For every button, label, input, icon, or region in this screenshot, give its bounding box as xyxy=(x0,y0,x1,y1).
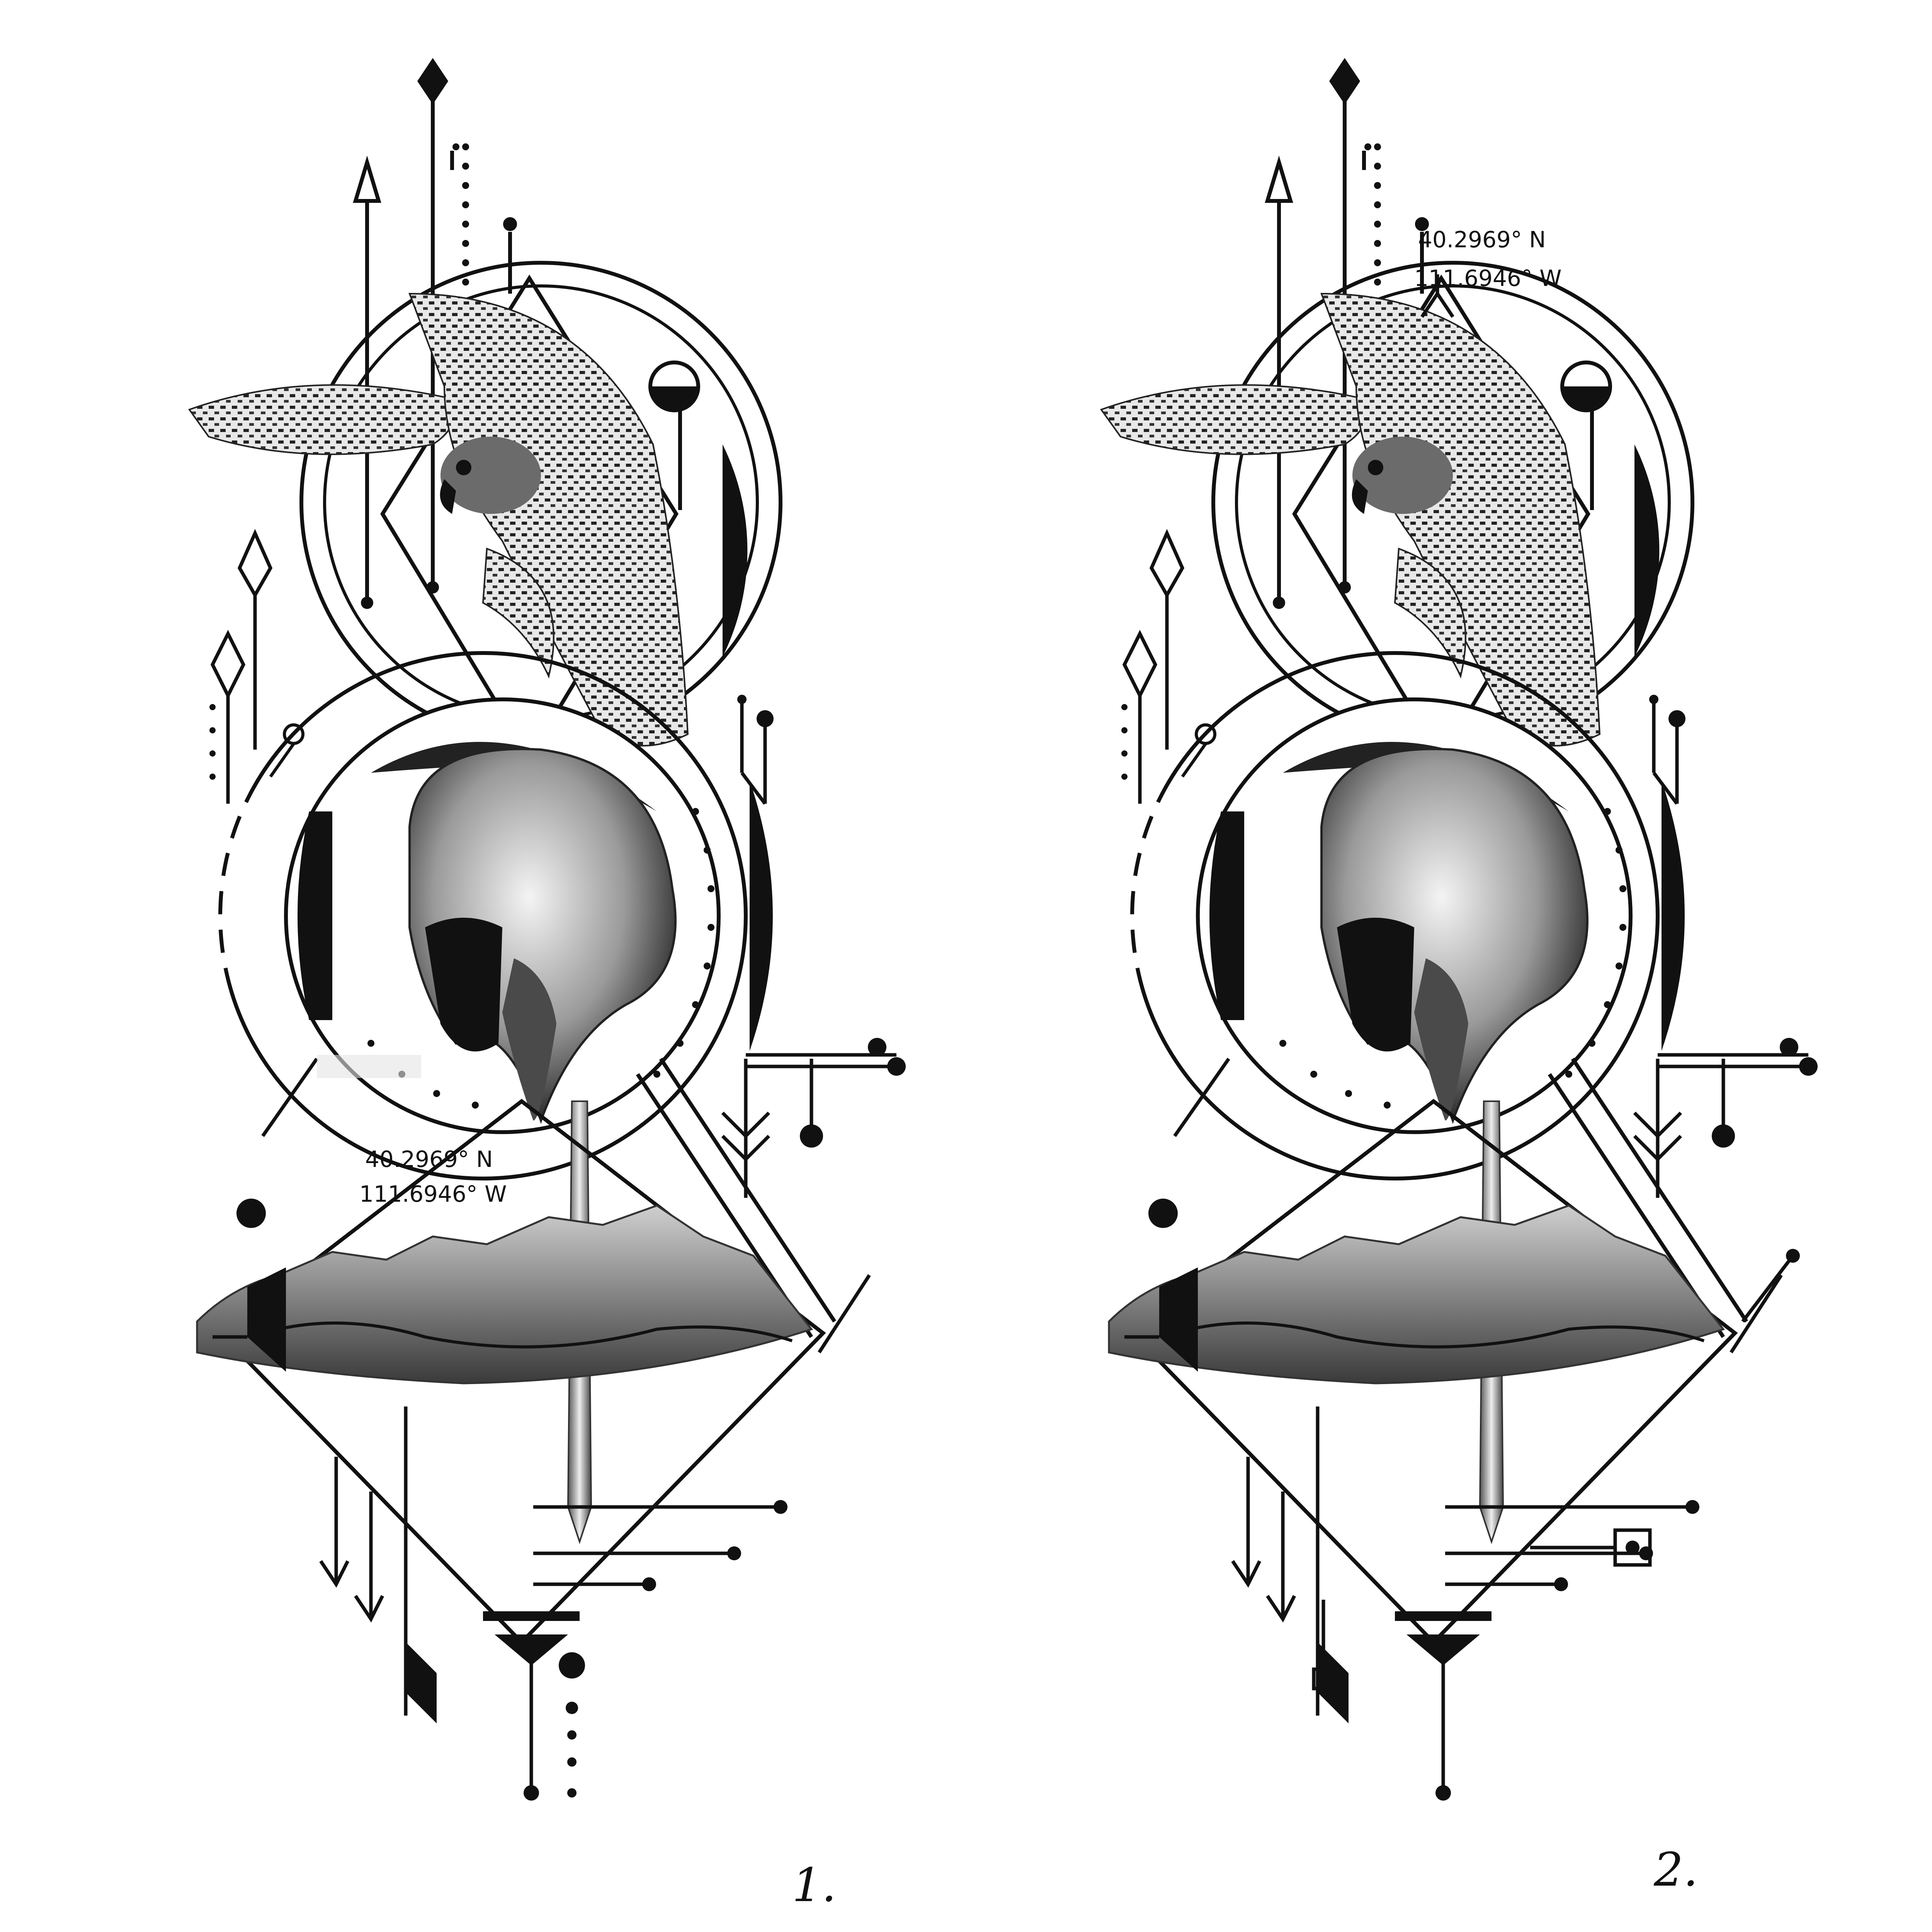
design-caption: 1. xyxy=(792,1859,837,1912)
latitude-text: 40.2969° N xyxy=(1418,226,1546,253)
design-caption: 2. xyxy=(1653,1843,1698,1897)
longitude-text: 111.6946° W xyxy=(1414,265,1562,291)
latitude-text: 40.2969° N xyxy=(365,1146,493,1172)
design-2: 40.2969° N 111.6946° W 2. xyxy=(1101,58,1818,1897)
design-1: 40.2969° N 111.6946° W 1. xyxy=(189,58,906,1912)
longitude-text: 111.6946° W xyxy=(359,1181,507,1207)
